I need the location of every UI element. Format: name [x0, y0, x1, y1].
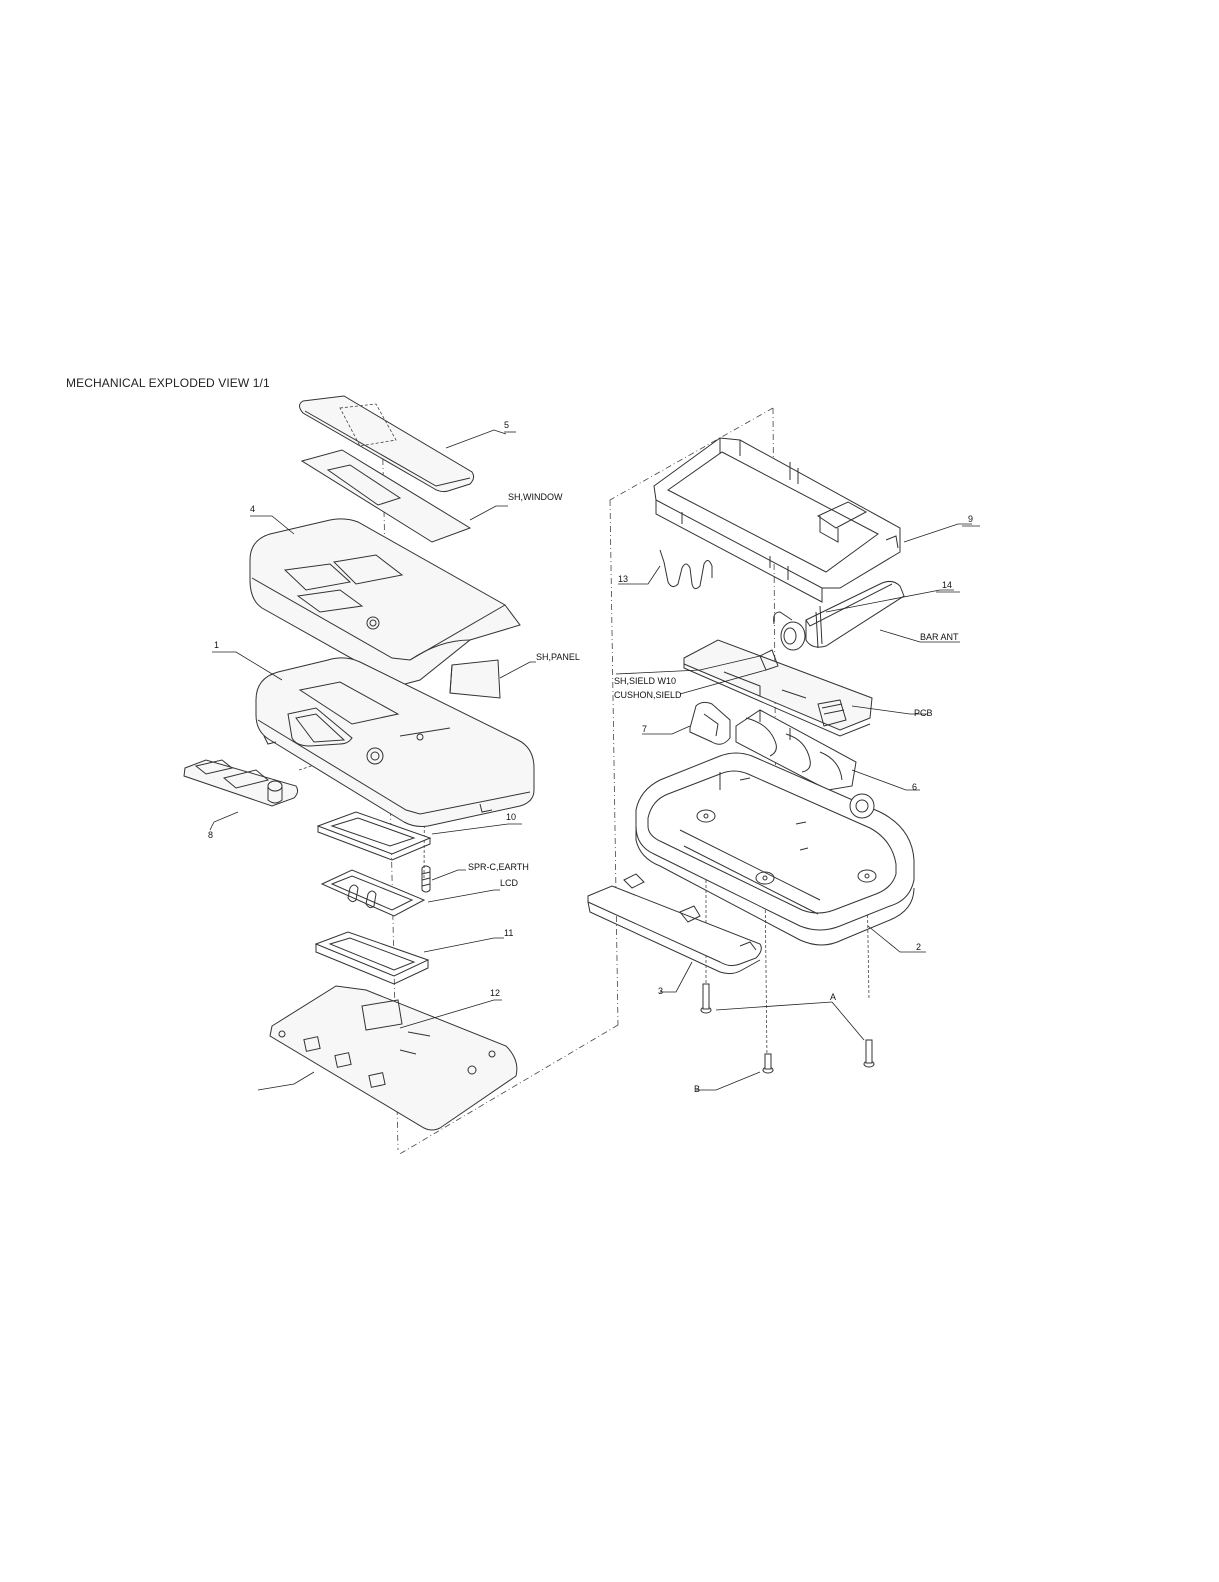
callout-pcb: PCB — [914, 708, 933, 718]
part-bottom-board — [270, 986, 517, 1130]
callout-13: 13 — [618, 574, 628, 584]
callout-4: 4 — [250, 504, 255, 514]
screw-a-2 — [864, 1040, 874, 1067]
callout-sh-panel: SH,PANEL — [536, 652, 580, 662]
callout-2: 2 — [916, 942, 921, 952]
callout-cushon-sield: CUSHON,SIELD — [614, 690, 682, 700]
callout-8: 8 — [208, 830, 213, 840]
callout-spr-c-earth: SPR-C,EARTH — [468, 862, 529, 872]
part-lcd — [322, 870, 424, 916]
callout-sh-window: SH,WINDOW — [508, 492, 563, 502]
callout-a: A — [830, 992, 836, 1002]
callout-1: 1 — [214, 640, 219, 650]
part-sh-panel — [450, 660, 500, 698]
part-14-bar-ant — [774, 581, 904, 650]
callout-sh-sield-w10: SH,SIELD W10 — [614, 676, 676, 686]
callout-lcd: LCD — [500, 878, 519, 888]
part-spr-c-earth — [422, 866, 430, 892]
callout-11: 11 — [504, 928, 513, 938]
part-7-clip — [690, 702, 730, 744]
callout-3: 3 — [658, 986, 663, 996]
screw-a-1 — [701, 984, 711, 1013]
part-4-upper-cover — [250, 519, 520, 685]
part-11-lcd-frame — [316, 932, 428, 984]
screw-b — [763, 1054, 773, 1073]
callout-bar-ant: BAR ANT — [920, 632, 959, 642]
callout-6: 6 — [912, 782, 917, 792]
part-13-spring — [660, 550, 712, 589]
callout-12: 12 — [490, 988, 500, 998]
part-8-key-rubber — [184, 760, 298, 806]
callout-5: 5 — [504, 420, 509, 430]
callout-9: 9 — [968, 514, 973, 524]
callout-14: 14 — [942, 580, 952, 590]
callout-7: 7 — [642, 724, 647, 734]
callout-10: 10 — [506, 812, 516, 822]
callout-b: B — [694, 1084, 700, 1094]
